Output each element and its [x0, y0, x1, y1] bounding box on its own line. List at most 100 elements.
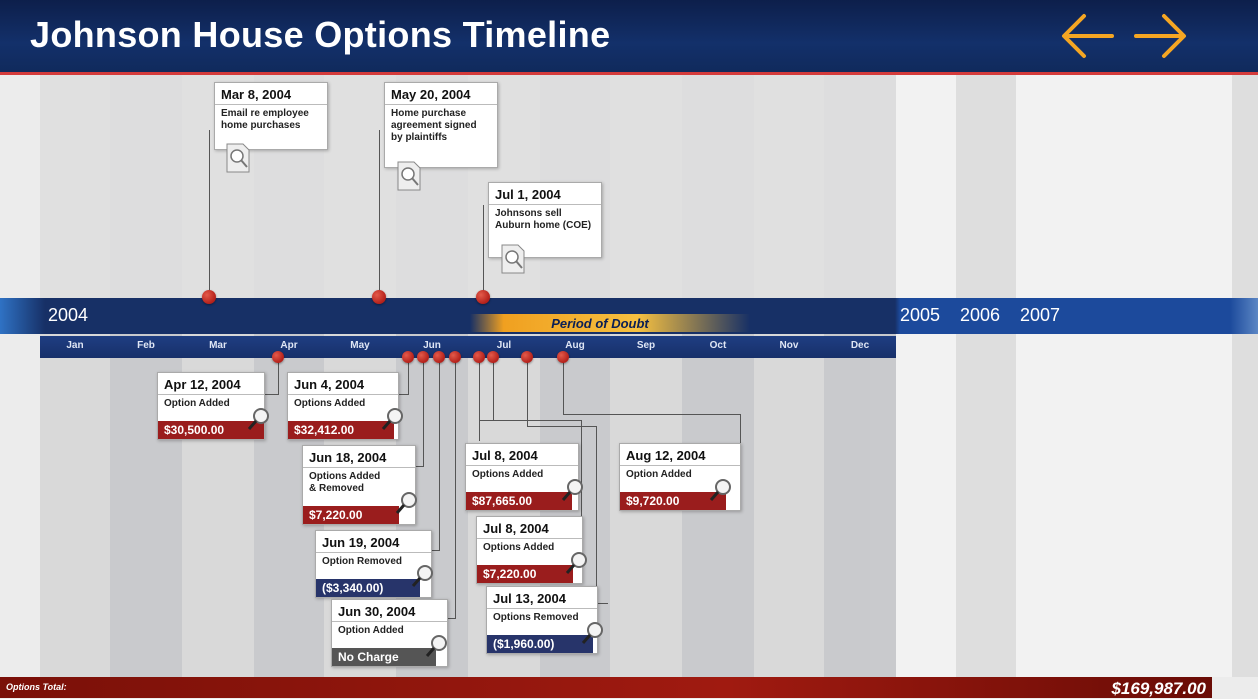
connector-line — [563, 414, 741, 415]
options-total-value: $169,987.00 — [1111, 679, 1206, 698]
connector-line — [479, 420, 582, 421]
month-bar — [40, 336, 896, 358]
magnifier-icon[interactable] — [380, 406, 406, 432]
magnifier-icon[interactable] — [708, 477, 734, 503]
option-description: Options Added — [294, 398, 366, 409]
option-date: Jun 18, 2004 — [303, 446, 415, 468]
connector-line — [423, 357, 424, 467]
month-label: Oct — [709, 340, 727, 351]
option-date: Jul 8, 2004 — [477, 517, 582, 539]
month-label: Aug — [565, 340, 585, 351]
magnifier-icon[interactable] — [580, 620, 606, 646]
header-bar — [0, 0, 1258, 75]
connector-line — [262, 394, 279, 395]
option-card[interactable]: Jul 8, 2004 Options Added $87,665.00 — [465, 443, 579, 511]
magnifier-icon[interactable] — [424, 633, 450, 659]
option-amount: ($3,340.00) — [316, 579, 420, 597]
option-date: Jun 4, 2004 — [288, 373, 398, 395]
option-card[interactable]: Jul 8, 2004 Options Added $7,220.00 — [476, 516, 583, 584]
event-marker[interactable] — [417, 351, 429, 363]
event-marker[interactable] — [272, 351, 284, 363]
event-description: Home purchase agreement signed by plaint… — [391, 108, 477, 143]
event-marker[interactable] — [449, 351, 461, 363]
magnifier-icon[interactable] — [564, 550, 590, 576]
magnifier-icon[interactable] — [246, 406, 272, 432]
document-magnifier-icon[interactable] — [225, 142, 251, 174]
month-label: Apr — [280, 340, 298, 351]
month-label: May — [350, 340, 370, 351]
month-label: Jun — [423, 340, 441, 351]
connector-line — [596, 426, 597, 604]
event-marker[interactable] — [487, 351, 499, 363]
connector-line — [740, 414, 741, 468]
event-date: May 20, 2004 — [385, 83, 497, 105]
event-card[interactable]: Mar 8, 2004 Email re employee home purch… — [214, 82, 328, 150]
option-amount: No Charge — [332, 648, 436, 666]
connector-line — [527, 426, 597, 427]
option-amount: $9,720.00 — [620, 492, 726, 510]
year-label-2006: 2006 — [960, 305, 1001, 325]
connector-line — [479, 357, 480, 441]
event-description: Johnsons sell Auburn home (COE) — [495, 208, 592, 231]
option-description: Option Added — [626, 469, 692, 480]
event-marker[interactable] — [521, 351, 533, 363]
year-column — [1016, 75, 1232, 677]
connector-line — [379, 130, 380, 297]
event-marker[interactable] — [372, 290, 386, 304]
option-card[interactable]: Jul 13, 2004 Options Removed ($1,960.00) — [486, 586, 598, 654]
connector-line — [209, 130, 210, 297]
magnifier-icon[interactable] — [394, 490, 420, 516]
event-date: Jul 1, 2004 — [489, 183, 601, 205]
event-marker[interactable] — [557, 351, 569, 363]
options-total-label: Options Total: — [6, 682, 67, 692]
document-magnifier-icon[interactable] — [500, 243, 526, 275]
option-amount: $87,665.00 — [466, 492, 572, 510]
option-card[interactable]: Jun 30, 2004 Option Added No Charge — [331, 599, 448, 667]
connector-line — [278, 357, 279, 395]
option-card[interactable]: Jun 19, 2004 Option Removed ($3,340.00) — [315, 530, 432, 598]
magnifier-icon[interactable] — [410, 563, 436, 589]
footer-bar — [0, 677, 1212, 698]
arrow-left-icon[interactable] — [1058, 8, 1118, 64]
connector-line — [408, 357, 409, 395]
option-date: Aug 12, 2004 — [620, 444, 740, 466]
month-label: Jul — [496, 340, 512, 351]
event-description: Email re employee home purchases — [221, 108, 309, 131]
option-description: Option Removed — [322, 556, 403, 567]
month-label: Mar — [209, 340, 227, 351]
event-marker[interactable] — [476, 290, 490, 304]
option-description: Option Added — [164, 398, 230, 409]
connector-line — [581, 420, 582, 530]
option-card[interactable]: Apr 12, 2004 Option Added $30,500.00 — [157, 372, 265, 440]
option-card[interactable]: Aug 12, 2004 Option Added $9,720.00 — [619, 443, 741, 511]
margin-column — [0, 75, 40, 677]
connector-line — [596, 603, 608, 604]
month-label: Feb — [137, 340, 155, 351]
connector-line — [414, 466, 424, 467]
year-column — [956, 75, 1016, 677]
connector-line — [493, 357, 494, 421]
event-marker[interactable] — [402, 351, 414, 363]
connector-line — [527, 357, 528, 427]
option-description: Option Added — [338, 625, 404, 636]
month-label: Dec — [850, 340, 870, 351]
connector-line — [455, 357, 456, 619]
connector-line — [446, 618, 456, 619]
event-marker[interactable] — [202, 290, 216, 304]
option-amount: $7,220.00 — [477, 565, 573, 583]
document-magnifier-icon[interactable] — [396, 160, 422, 192]
connector-line — [483, 205, 484, 297]
option-amount: $30,500.00 — [158, 421, 264, 439]
option-date: Jun 30, 2004 — [332, 600, 447, 622]
event-marker[interactable] — [433, 351, 445, 363]
year-column — [896, 75, 956, 677]
option-card[interactable]: Jun 4, 2004 Options Added $32,412.00 — [287, 372, 399, 440]
arrow-right-icon[interactable] — [1130, 8, 1190, 64]
year-column — [1232, 75, 1258, 677]
period-of-doubt-highlight — [470, 314, 750, 332]
magnifier-icon[interactable] — [560, 477, 586, 503]
connector-line — [430, 550, 440, 551]
event-card[interactable]: May 20, 2004 Home purchase agreement sig… — [384, 82, 498, 168]
event-marker[interactable] — [473, 351, 485, 363]
option-date: Jul 8, 2004 — [466, 444, 578, 466]
